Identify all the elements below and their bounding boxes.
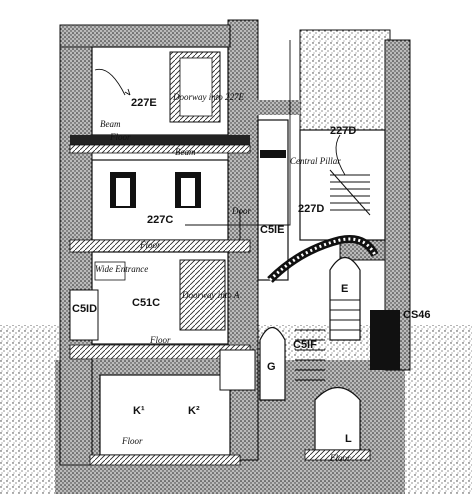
- top-wall: [59, 24, 231, 48]
- label-floor-3: Floor: [149, 335, 171, 345]
- label-c5ie: C5IE: [260, 224, 284, 236]
- label-beam-2: Beam: [175, 147, 196, 157]
- curved-stair: [267, 235, 379, 283]
- label-central-pillar: Central Pillar: [290, 156, 341, 166]
- label-floor-4: Floor: [121, 436, 143, 446]
- label-wide-entrance: Wide Entrance: [95, 264, 148, 274]
- label-227e: 227E: [131, 97, 157, 109]
- window-right: [175, 172, 201, 208]
- label-c51c: C51C: [132, 297, 160, 309]
- label-c5if: C5IF: [293, 339, 317, 351]
- label-227d-lower: 227D: [298, 203, 324, 215]
- label-floor-5: Floor: [329, 453, 351, 463]
- label-doorway-into-a: Doorway into A: [181, 290, 240, 300]
- room-c5id-space: [69, 289, 99, 341]
- window-left: [110, 172, 136, 208]
- doorway-a-frame: [179, 259, 226, 331]
- room-cs46-block: [370, 310, 400, 370]
- central-pillar-band: [260, 150, 286, 158]
- label-floor-2: Floor: [139, 240, 161, 250]
- label-k2: K²: [188, 405, 200, 417]
- room-l-space: [314, 386, 361, 451]
- label-beam: Beam: [100, 119, 121, 129]
- label-cs46: CS46: [403, 309, 431, 321]
- room-k-space: [99, 374, 231, 456]
- room-c5ie-space: [257, 119, 289, 281]
- label-c5id: C5ID: [72, 303, 97, 315]
- label-l: L: [345, 433, 352, 445]
- lower-passage: [219, 349, 256, 391]
- room-e-space: [329, 256, 361, 341]
- wide-entrance-frame: [94, 261, 126, 281]
- label-k1: K¹: [133, 405, 145, 417]
- upper-floor-beam: [69, 135, 251, 154]
- annotation-arrows: [94, 40, 346, 240]
- label-door: Door: [231, 206, 251, 216]
- room-g-space: [259, 326, 286, 401]
- label-e: E: [341, 283, 348, 295]
- label-227d: 227D: [330, 125, 356, 137]
- room-l-floor: [304, 449, 371, 461]
- label-floor-1: Floor: [109, 132, 131, 142]
- stair-right-upper: [329, 169, 371, 216]
- label-227c: 227C: [147, 214, 173, 226]
- label-doorway-into-227e: Doorway into 227E: [172, 92, 245, 102]
- doorway-227e-frame: [169, 51, 221, 123]
- stair-lower: [295, 299, 360, 381]
- room-227d-space: [299, 129, 386, 241]
- bottom-floor-band: [89, 454, 241, 466]
- label-g: G: [267, 361, 276, 373]
